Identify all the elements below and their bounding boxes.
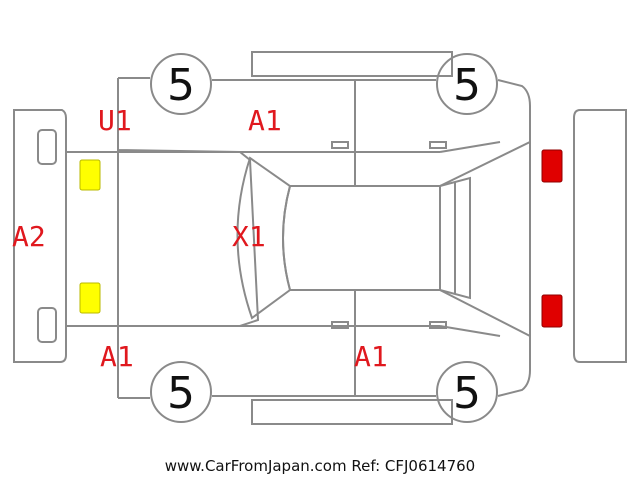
- rear-panel: [439, 140, 531, 338]
- rear-bumper: [573, 109, 627, 363]
- tire-number-front-left: 5: [167, 60, 195, 111]
- damage-code-front-bumper: A2: [12, 220, 46, 253]
- left-side-sill: [251, 51, 453, 77]
- tire-rear-left: [436, 53, 498, 115]
- right-front-door-handle: [331, 321, 349, 329]
- left-side-rear: [439, 141, 501, 153]
- tire-number-front-right: 5: [167, 368, 195, 419]
- right-side-rear: [439, 325, 501, 337]
- roof-panel: [282, 185, 441, 291]
- headlight-icon: [79, 159, 101, 191]
- right-rear-door-handle: [429, 321, 447, 329]
- left-side-body: [117, 77, 531, 153]
- damage-code-front-left-fender: U1: [98, 104, 132, 137]
- taillight-icon: [541, 149, 563, 183]
- tire-number-rear-right: 5: [453, 368, 481, 419]
- right-side-body: [117, 325, 531, 399]
- tire-number-rear-left: 5: [453, 60, 481, 111]
- front-bumper: [13, 109, 67, 363]
- tire-rear-right: [436, 361, 498, 423]
- tire-front-left: [150, 53, 212, 115]
- reference-footer: www.CarFromJapan.com Ref: CFJ0614760: [164, 457, 476, 475]
- right-side-sill: [251, 399, 453, 425]
- damage-code-right-front-door: A1: [354, 340, 388, 373]
- front-bumper-mount-upper: [37, 129, 57, 165]
- tire-front-right: [150, 361, 212, 423]
- taillight-icon: [541, 294, 563, 328]
- left-front-door-handle: [331, 141, 349, 149]
- damage-code-windshield: X1: [232, 220, 266, 253]
- front-bumper-mount-lower: [37, 307, 57, 343]
- left-rear-door-handle: [429, 141, 447, 149]
- headlight-icon: [79, 282, 101, 314]
- rear-window: [439, 176, 471, 300]
- damage-code-left-front-door: A1: [248, 104, 282, 137]
- damage-code-front-right-fender: A1: [100, 340, 134, 373]
